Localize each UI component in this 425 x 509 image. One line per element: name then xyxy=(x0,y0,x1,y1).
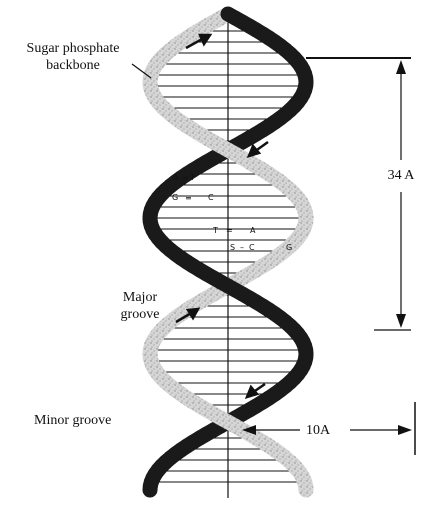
bond-symbol: = xyxy=(226,226,233,235)
light-strand-segment xyxy=(228,150,235,154)
major-groove-label: Major groove xyxy=(110,289,170,323)
base-letter: T xyxy=(212,226,218,235)
base-letter: C xyxy=(208,193,214,202)
major-groove-line2: groove xyxy=(121,307,160,322)
pitch-dimension xyxy=(306,58,411,330)
base-letter: T xyxy=(189,173,195,182)
minor-groove-label: Minor groove xyxy=(34,412,111,429)
base-letter: G xyxy=(172,193,178,202)
base-letter: A xyxy=(173,173,179,182)
dark-strand-segment xyxy=(228,14,235,18)
base-letter: A xyxy=(250,226,256,235)
backbone-label-line2: backbone xyxy=(46,58,100,73)
base-letter: S xyxy=(230,243,235,252)
major-groove-line1: Major xyxy=(123,290,157,305)
base-letter: C xyxy=(249,243,255,252)
light-strand-segment xyxy=(228,422,235,426)
backbone-label-line1: Sugar phosphate xyxy=(27,41,120,56)
base-letter: G xyxy=(286,243,292,252)
bond-symbol: – xyxy=(240,243,244,252)
bond-symbol: = xyxy=(182,173,189,182)
bond-symbol: ≡ xyxy=(185,193,192,202)
backbone-label: Sugar phosphate backbone xyxy=(8,40,138,74)
width-label: 10A xyxy=(306,422,330,439)
dark-strand-segment xyxy=(228,286,235,290)
pitch-label: 34 A xyxy=(380,167,422,184)
